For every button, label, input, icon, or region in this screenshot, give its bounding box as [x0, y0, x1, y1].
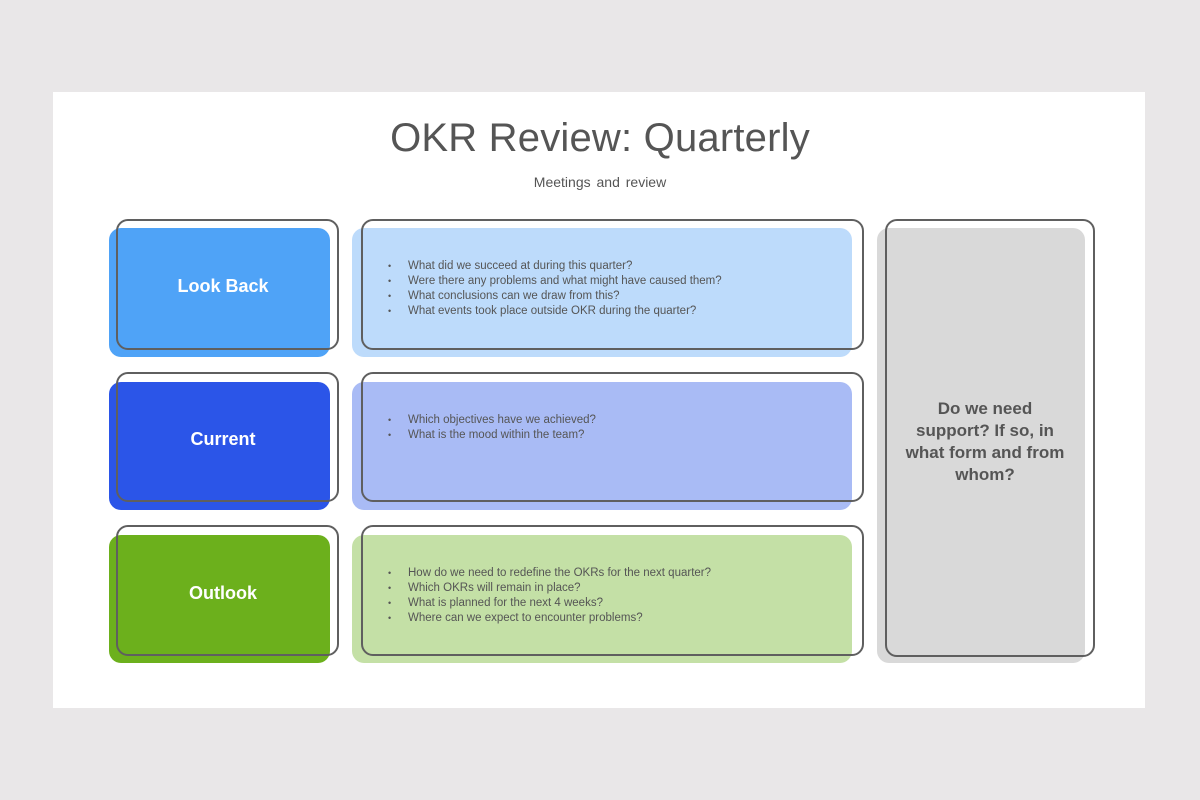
current-box [109, 382, 330, 510]
current-questions: Which objectives have we achieved? What … [388, 413, 596, 443]
outlook-panel-outline [361, 525, 864, 656]
current-label: Current [190, 428, 256, 449]
look-back-box [109, 228, 330, 357]
support-question: Do we need support? If so, in what form … [905, 399, 1065, 484]
list-item: What is the mood within the team? [388, 428, 596, 443]
look-back-outline [116, 219, 339, 350]
support-outline [885, 219, 1095, 657]
look-back-questions: What did we succeed at during this quart… [388, 259, 722, 319]
support-box [877, 228, 1085, 663]
list-item: What conclusions can we draw from this? [388, 289, 722, 304]
outlook-questions: How do we need to redefine the OKRs for … [388, 566, 711, 626]
current-panel-outline [361, 372, 864, 502]
current-outline [116, 372, 339, 502]
list-item: Which objectives have we achieved? [388, 413, 596, 428]
outlook-box [109, 535, 330, 663]
list-item: What events took place outside OKR durin… [388, 304, 722, 319]
look-back-panel-outline [361, 219, 864, 350]
list-item: What is planned for the next 4 weeks? [388, 596, 711, 611]
outlook-label: Outlook [189, 582, 257, 603]
outlook-outline [116, 525, 339, 656]
list-item: Where can we expect to encounter problem… [388, 611, 711, 626]
page-title: OKR Review: Quarterly [390, 116, 810, 160]
look-back-label: Look Back [177, 275, 269, 296]
current-panel [352, 382, 852, 510]
list-item: What did we succeed at during this quart… [388, 259, 722, 274]
list-item: Which OKRs will remain in place? [388, 581, 711, 596]
list-item: Were there any problems and what might h… [388, 274, 722, 289]
page-subtitle: Meetings and review [533, 174, 667, 190]
list-item: How do we need to redefine the OKRs for … [388, 566, 711, 581]
